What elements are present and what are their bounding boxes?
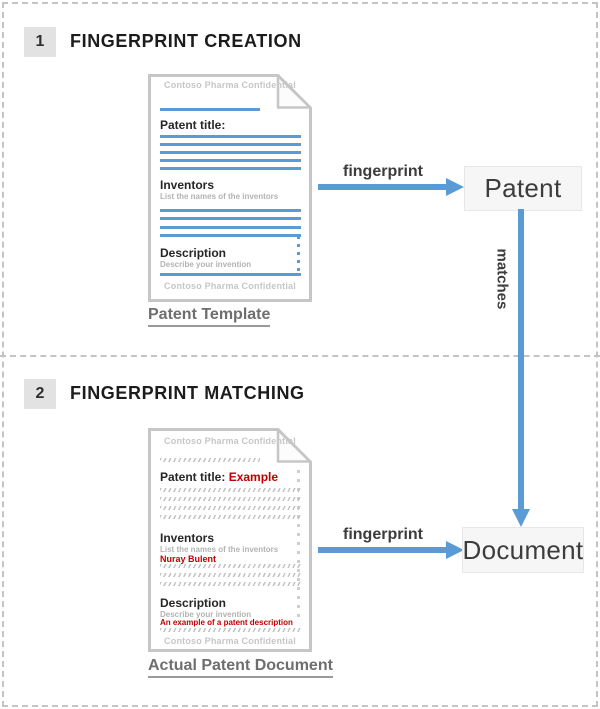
folded-corner-icon xyxy=(276,74,312,109)
filled-text-line xyxy=(160,515,301,519)
patent-template-document: Contoso Pharma Confidential Patent title… xyxy=(148,74,312,302)
filled-text-line xyxy=(160,564,301,568)
fingerprint-arrow xyxy=(318,547,448,553)
section-1-title: FINGERPRINT CREATION xyxy=(70,31,302,51)
confidential-header-text: Contoso Pharma Confidential xyxy=(164,436,296,446)
confidential-footer-text: Contoso Pharma Confidential xyxy=(164,636,296,646)
blue-text-line xyxy=(160,226,301,229)
blue-text-line xyxy=(160,108,260,111)
inventors-value-text: Nuray Bulent xyxy=(160,554,217,564)
blue-text-line xyxy=(160,143,301,146)
gray-dotted-marker xyxy=(297,470,300,620)
filled-text-line xyxy=(160,628,301,632)
blue-text-line xyxy=(160,273,301,276)
patent-title-field-label: Patent title: xyxy=(160,470,226,484)
filled-text-line xyxy=(160,497,301,501)
document-page-icon xyxy=(148,74,312,302)
actual-patent-document: Contoso Pharma Confidential Patent title… xyxy=(148,428,312,652)
section-2-badge: 2 xyxy=(24,379,56,409)
patent-template-label: Patent Template xyxy=(148,306,271,327)
blue-text-line xyxy=(160,217,301,220)
document-page-icon xyxy=(148,428,312,652)
section-1-badge: 1 xyxy=(24,27,56,57)
inventors-hint-text: List the names of the inventors xyxy=(160,545,279,554)
folded-corner-icon xyxy=(276,428,312,463)
filled-text-line xyxy=(160,573,301,577)
description-value-text: An example of a patent description xyxy=(160,618,293,627)
arrow-head-icon xyxy=(446,541,464,559)
patent-title-field-label: Patent title: xyxy=(160,118,226,132)
section-2-title: FINGERPRINT MATCHING xyxy=(70,383,305,403)
filled-text-line xyxy=(160,506,301,510)
patent-title-value: Example xyxy=(228,470,279,484)
fingerprint-arrow-label: fingerprint xyxy=(343,526,423,543)
description-hint-text: Describe your invention xyxy=(160,610,252,619)
description-field-label: Description xyxy=(160,596,227,610)
confidential-header-text: Contoso Pharma Confidential xyxy=(164,80,296,90)
fingerprint-arrow xyxy=(318,184,448,190)
confidential-footer-text: Contoso Pharma Confidential xyxy=(164,281,296,291)
filled-text-line xyxy=(160,488,301,492)
document-node: Document xyxy=(462,527,584,573)
arrow-head-icon xyxy=(512,509,530,527)
description-field-label: Description xyxy=(160,246,227,260)
blue-text-line xyxy=(160,135,301,138)
matches-arrow-label: matches xyxy=(493,248,511,310)
blue-text-line xyxy=(160,234,301,237)
section-divider xyxy=(0,355,600,357)
inventors-hint-text: List the names of the inventors xyxy=(160,192,279,201)
actual-patent-document-label: Actual Patent Document xyxy=(148,657,333,678)
patent-node: Patent xyxy=(464,166,582,211)
blue-text-line xyxy=(160,159,301,162)
inventors-field-label: Inventors xyxy=(160,531,215,545)
blue-text-line xyxy=(160,209,301,212)
fingerprint-arrow-label: fingerprint xyxy=(343,163,423,180)
description-hint-text: Describe your invention xyxy=(160,260,252,269)
filled-text-line xyxy=(160,458,260,462)
matches-arrow xyxy=(518,209,524,510)
filled-text-line xyxy=(160,582,301,586)
inventors-field-label: Inventors xyxy=(160,178,215,192)
blue-text-line xyxy=(160,151,301,154)
arrow-head-icon xyxy=(446,178,464,196)
blue-dotted-marker xyxy=(297,236,300,274)
patent-title-row: Patent title: Example xyxy=(160,470,278,484)
blue-text-line xyxy=(160,167,301,170)
